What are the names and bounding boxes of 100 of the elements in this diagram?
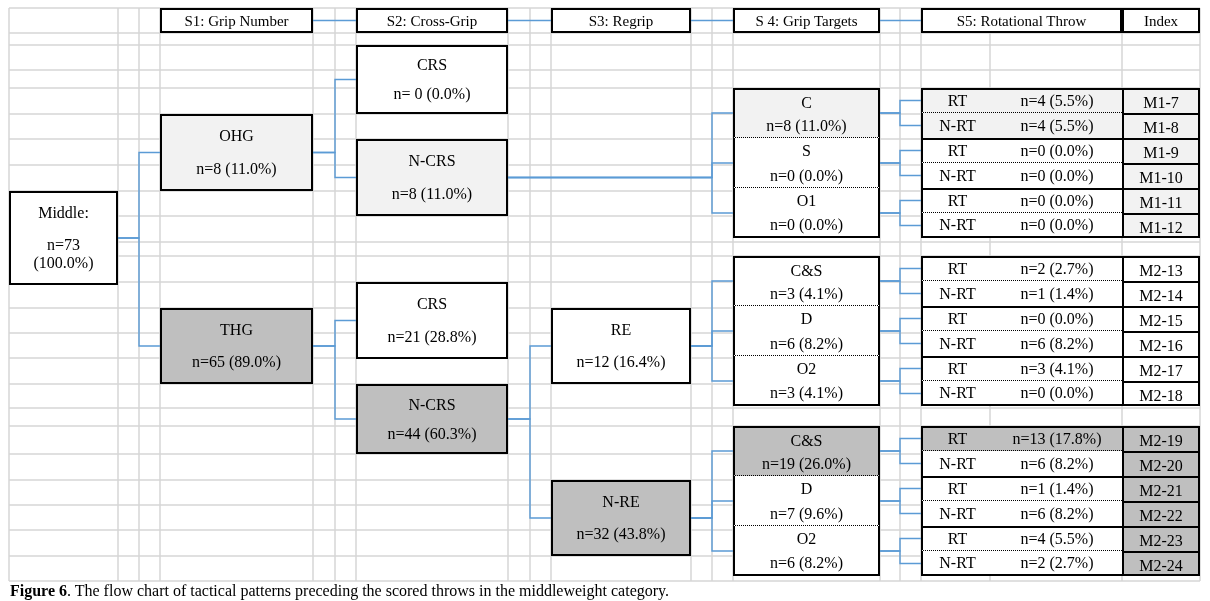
category-label: N-CRS bbox=[408, 395, 456, 414]
category-label: S 4: Grip Targets bbox=[755, 12, 858, 29]
index-cell bbox=[1122, 476, 1200, 501]
category-label: S5: Rotational Throw bbox=[956, 12, 1087, 29]
throw-row bbox=[921, 356, 1122, 381]
category-label: M2-14 bbox=[1139, 286, 1183, 306]
index-cell bbox=[1122, 381, 1200, 406]
throw-row bbox=[921, 426, 1122, 451]
count-label: n=12 (16.4%) bbox=[576, 353, 666, 371]
count-label: n=0 (0.0%) bbox=[1019, 310, 1095, 328]
target-cell bbox=[733, 476, 880, 526]
category-label: M2-20 bbox=[1139, 456, 1183, 476]
count-label: n=6 (8.2%) bbox=[770, 334, 843, 355]
category-label: CRS bbox=[416, 56, 448, 75]
count-label: n=3 (4.1%) bbox=[770, 284, 843, 305]
category-label: N-RT bbox=[938, 553, 977, 572]
category-label: O1 bbox=[796, 191, 817, 211]
count-label: n=0 (0.0%) bbox=[1019, 383, 1095, 402]
throw-row bbox=[921, 501, 1122, 526]
connector-line bbox=[879, 380, 922, 395]
connector-line bbox=[879, 550, 922, 565]
target-cell bbox=[733, 356, 880, 406]
count-label: n=0 (0.0%) bbox=[1019, 215, 1095, 234]
category-label: M2-15 bbox=[1139, 311, 1183, 331]
count-label: n= 0 (0.0%) bbox=[393, 84, 471, 103]
throw-row bbox=[921, 476, 1122, 501]
index-cell bbox=[1122, 213, 1200, 238]
category-label: M2-18 bbox=[1139, 386, 1183, 406]
category-label: Middle: bbox=[38, 204, 89, 222]
connector-line bbox=[879, 450, 922, 465]
category-label: RT bbox=[946, 192, 969, 210]
category-label: O2 bbox=[796, 529, 817, 549]
stage-header bbox=[1122, 8, 1200, 33]
category-label: RT bbox=[946, 260, 969, 278]
count-label: n=19 (26.0%) bbox=[762, 454, 851, 475]
throw-row bbox=[921, 331, 1122, 356]
connector-line bbox=[507, 176, 734, 214]
index-cell bbox=[1122, 331, 1200, 356]
process-box bbox=[356, 45, 508, 114]
stage-header bbox=[160, 8, 313, 33]
index-cell bbox=[1122, 281, 1200, 306]
count-label: n=0 (0.0%) bbox=[1019, 142, 1095, 160]
count-label: n=65 (89.0%) bbox=[192, 353, 281, 371]
target-cell bbox=[733, 88, 880, 138]
throw-row bbox=[921, 163, 1122, 188]
target-cell bbox=[733, 426, 880, 476]
category-label: RT bbox=[946, 142, 969, 160]
category-label: N-RT bbox=[938, 383, 977, 402]
category-label: M2-16 bbox=[1139, 336, 1183, 356]
throw-row bbox=[921, 88, 1122, 113]
connector-line bbox=[312, 151, 357, 179]
stage-header bbox=[733, 8, 880, 33]
category-label: M1-9 bbox=[1143, 143, 1179, 163]
category-label: N-RT bbox=[938, 215, 977, 234]
category-label: RT bbox=[946, 430, 969, 448]
count-label: n=0 (0.0%) bbox=[1019, 166, 1095, 185]
category-label: M2-19 bbox=[1139, 431, 1183, 451]
target-cell bbox=[733, 526, 880, 576]
count-label: n=2 (2.7%) bbox=[1019, 553, 1095, 572]
stage-header bbox=[551, 8, 691, 33]
index-cell bbox=[1122, 551, 1200, 576]
category-label: D bbox=[800, 309, 813, 329]
category-label: M2-23 bbox=[1139, 531, 1183, 551]
category-label: THG bbox=[220, 321, 253, 339]
target-cell bbox=[733, 138, 880, 188]
category-label: RT bbox=[946, 360, 969, 378]
process-box bbox=[356, 384, 508, 454]
throw-row bbox=[921, 138, 1122, 163]
throw-row bbox=[921, 281, 1122, 306]
throw-row bbox=[921, 551, 1122, 576]
connector-line bbox=[879, 112, 922, 127]
index-cell bbox=[1122, 501, 1200, 526]
category-label: N-RT bbox=[938, 284, 977, 303]
count-label: n=3 (4.1%) bbox=[770, 383, 843, 404]
process-box bbox=[9, 191, 118, 285]
index-cell bbox=[1122, 88, 1200, 113]
throw-row bbox=[921, 113, 1122, 138]
connector-line bbox=[690, 19, 734, 22]
category-label: N-RT bbox=[938, 334, 977, 353]
throw-row bbox=[921, 306, 1122, 331]
connector-line bbox=[879, 500, 922, 515]
category-label: RT bbox=[946, 92, 969, 110]
index-cell bbox=[1122, 138, 1200, 163]
process-box bbox=[356, 282, 508, 359]
index-cell bbox=[1122, 256, 1200, 281]
category-label: M2-22 bbox=[1139, 506, 1183, 526]
category-label: RT bbox=[946, 530, 969, 548]
index-cell bbox=[1122, 356, 1200, 381]
connector-line bbox=[507, 19, 552, 22]
category-label: M1-7 bbox=[1143, 93, 1179, 113]
index-cell bbox=[1122, 113, 1200, 138]
throw-row bbox=[921, 188, 1122, 213]
count-label: n=6 (8.2%) bbox=[770, 553, 843, 574]
count-label: n=0 (0.0%) bbox=[770, 215, 843, 236]
count-label: n=8 (11.0%) bbox=[196, 159, 277, 178]
stage-header bbox=[356, 8, 508, 33]
count-label: n=6 (8.2%) bbox=[1019, 504, 1095, 523]
process-box bbox=[160, 308, 313, 384]
connector-line bbox=[879, 162, 922, 177]
stage-header bbox=[921, 8, 1122, 33]
